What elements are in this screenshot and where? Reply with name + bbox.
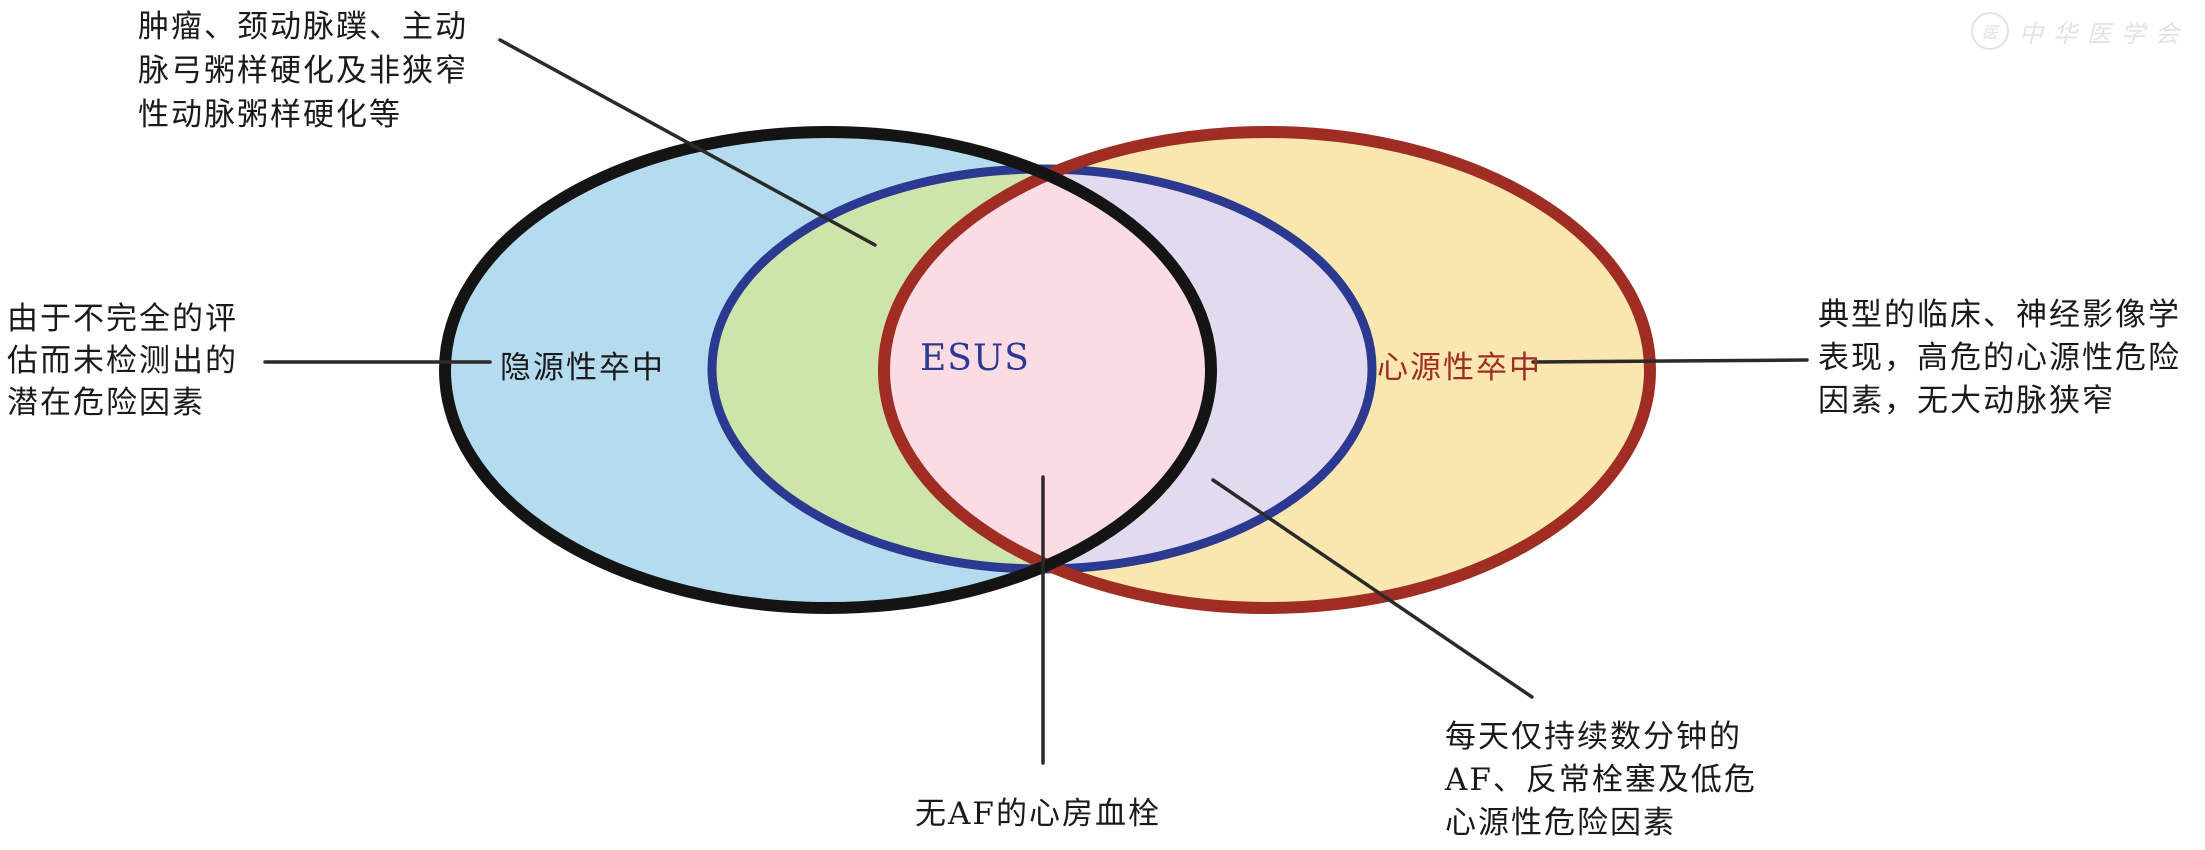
annotation-left-line2: 估而未检测出的 bbox=[7, 343, 238, 379]
watermark-seal-icon: 医 bbox=[1971, 12, 2009, 50]
annotation-left-line1: 由于不完全的评 bbox=[7, 301, 238, 337]
annotation-right: 典型的临床、神经影像学 表现，高危的心源性危险 因素，无大动脉狭窄 bbox=[1818, 294, 2181, 423]
watermark-text: 中华医学会 bbox=[2019, 19, 2189, 48]
label-esus: ESUS bbox=[920, 338, 1030, 379]
annotation-right-line1: 典型的临床、神经影像学 bbox=[1818, 297, 2181, 333]
watermark: 医 中华医学会 bbox=[1971, 12, 2189, 50]
annotation-top-left: 肿瘤、颈动脉蹼、主动 脉弓粥样硬化及非狭窄 性动脉粥样硬化等 bbox=[138, 5, 468, 137]
label-cryptogenic-stroke: 隐源性卒中 bbox=[500, 350, 665, 386]
cryptogenic-ellipse-outline bbox=[439, 126, 1217, 614]
annotation-bottom-right-line3: 心源性危险因素 bbox=[1445, 805, 1676, 841]
cardiogenic-ellipse-outline bbox=[878, 126, 1656, 614]
region-overlap-pink-esus bbox=[884, 169, 1211, 569]
annotation-left-line3: 潜在危险因素 bbox=[7, 385, 205, 421]
annotation-top-left-line1: 肿瘤、颈动脉蹼、主动 bbox=[138, 9, 468, 45]
annotation-top-left-line3: 性动脉粥样硬化等 bbox=[138, 97, 402, 133]
annotation-bottom-center: 无AF的心房血栓 bbox=[915, 796, 1161, 832]
leader-line-right bbox=[1531, 358, 1809, 364]
leader-line-top-left bbox=[498, 38, 877, 247]
annotation-bottom-right: 每天仅持续数分钟的 AF、反常栓塞及低危 心源性危险因素 bbox=[1445, 716, 1757, 845]
annotation-top-left-line2: 脉弓粥样硬化及非狭窄 bbox=[138, 53, 468, 89]
annotation-right-line3: 因素，无大动脉狭窄 bbox=[1818, 383, 2115, 419]
label-cardiogenic-stroke: 心源性卒中 bbox=[1377, 350, 1542, 386]
leader-line-bottom-right bbox=[1211, 478, 1534, 699]
annotation-bottom-right-line2: AF、反常栓塞及低危 bbox=[1445, 762, 1757, 798]
annotation-right-line2: 表现，高危的心源性危险 bbox=[1818, 340, 2181, 376]
annotation-left: 由于不完全的评 估而未检测出的 潜在危险因素 bbox=[7, 298, 238, 424]
annotation-bottom-right-line1: 每天仅持续数分钟的 bbox=[1445, 719, 1742, 755]
